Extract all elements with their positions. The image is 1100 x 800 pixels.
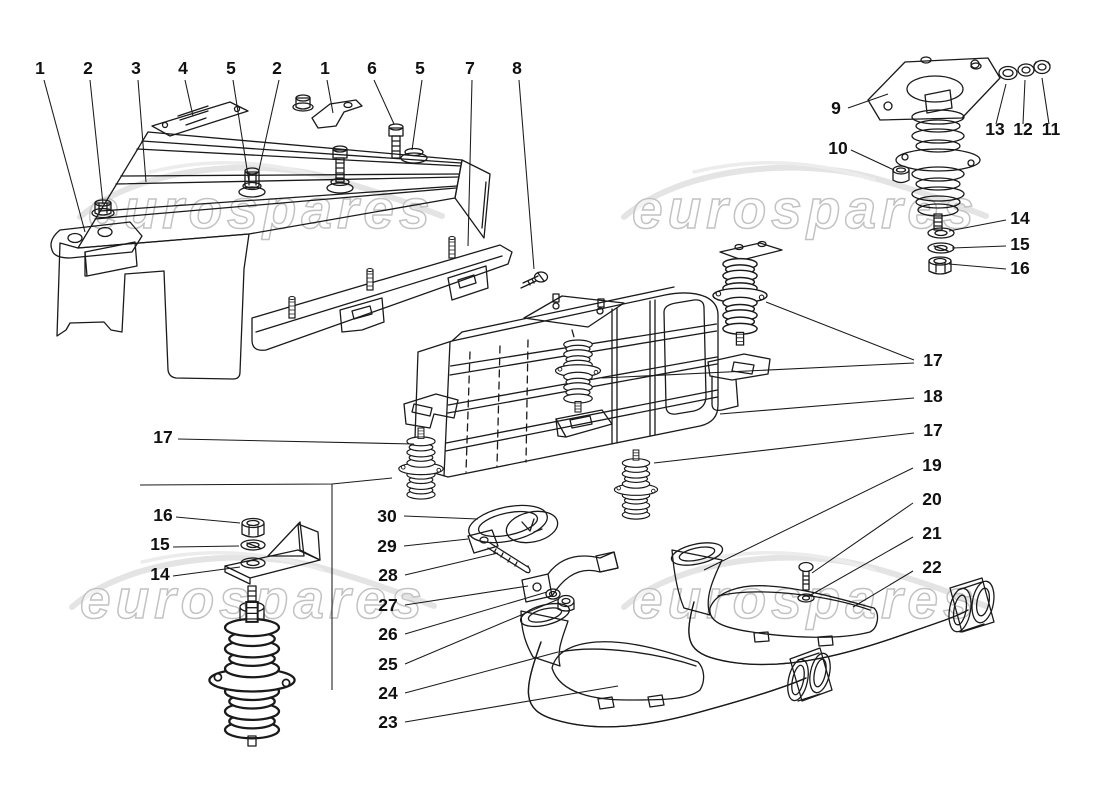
callout-label: 7 <box>465 58 475 78</box>
callout-label: 9 <box>831 98 841 118</box>
nut <box>241 517 265 538</box>
muffler-body <box>413 292 719 478</box>
callout-label: 28 <box>378 565 398 585</box>
callout-label: 11 <box>1042 119 1061 139</box>
clamp-stud <box>487 542 531 574</box>
callout-label: 2 <box>272 58 282 78</box>
watermark-text: eurospares <box>632 568 979 630</box>
watermark-text: eurospares <box>632 178 979 240</box>
clamp-ring <box>468 504 559 544</box>
callout-label: 21 <box>922 523 942 543</box>
mount-bracket <box>707 353 771 412</box>
callout-label: 27 <box>378 595 397 615</box>
callout-label: 17 <box>923 350 942 370</box>
callout-label: 17 <box>923 420 942 440</box>
callout-label: 16 <box>1010 258 1030 278</box>
tail-pipe-left <box>527 641 807 728</box>
muffler-assembly <box>398 240 783 520</box>
bolt-and-flange <box>388 123 428 164</box>
washer-small <box>545 588 561 600</box>
left-mount-detail <box>208 517 321 747</box>
lower-mounting-strip <box>251 235 513 351</box>
mount-bracket <box>555 409 613 438</box>
mesh-heat-shield-left <box>551 641 705 710</box>
callout-label: 5 <box>226 58 236 78</box>
mount-bracket <box>403 393 459 429</box>
lock-washer <box>240 539 266 551</box>
mount-assembly-detail <box>867 56 1051 275</box>
muffler-top-plate <box>523 293 625 345</box>
small-rings <box>998 59 1051 81</box>
lock-washer <box>927 242 955 254</box>
callout-label: 15 <box>1010 234 1030 254</box>
callout-leaders <box>43 77 1050 723</box>
callout-label: 24 <box>378 683 398 703</box>
callout-label: 25 <box>378 654 398 674</box>
callout-label: 4 <box>178 58 188 78</box>
callout-label: 15 <box>150 534 170 554</box>
callout-label: 16 <box>153 505 173 525</box>
callout-label: 1 <box>320 58 330 78</box>
stud-cluster <box>238 167 266 198</box>
callout-label: 19 <box>922 455 942 475</box>
callout-label: 18 <box>923 386 943 406</box>
panel-right-fold <box>454 159 491 239</box>
clamp-saddle <box>521 551 619 603</box>
callout-label: 3 <box>131 58 141 78</box>
callout-label: 1 <box>35 58 45 78</box>
rear-nut-and-bracket <box>292 94 363 129</box>
heat-shield-skirt <box>56 233 250 380</box>
rubber-mount-large <box>895 109 981 231</box>
watermarks: eurospares eurospares eurospares eurospa… <box>69 160 989 631</box>
exhaust-pipes <box>519 542 995 728</box>
nut <box>928 256 952 275</box>
callout-label: 14 <box>150 564 170 584</box>
trumpet-inlet-right <box>670 542 724 616</box>
clamp-parts <box>467 504 619 612</box>
mount-flange-plate <box>867 56 1001 121</box>
callout-label: 12 <box>1013 119 1033 139</box>
callout-numbers: 1 2 3 4 5 2 1 6 5 7 8 9 10 13 12 11 14 1… <box>35 58 1060 732</box>
callout-label: 5 <box>415 58 425 78</box>
rubber-mount <box>398 427 444 500</box>
tail-pipe-tips-right <box>948 577 995 633</box>
callout-label: 26 <box>378 624 398 644</box>
callout-label: 20 <box>922 489 942 509</box>
callout-label: 23 <box>378 712 398 732</box>
callout-label: 29 <box>377 536 397 556</box>
callout-label: 14 <box>1010 208 1030 228</box>
bolt-cluster <box>326 145 354 194</box>
watermark-text: eurospares <box>88 178 435 240</box>
callout-label: 6 <box>367 58 377 78</box>
screw <box>520 271 549 289</box>
watermark: eurospares <box>621 160 989 241</box>
washer <box>927 227 955 239</box>
shield-washer <box>797 593 815 603</box>
clamp-block <box>467 529 499 554</box>
heat-shield-assembly <box>50 94 549 380</box>
callout-label: 30 <box>377 506 397 526</box>
tail-pipe-tips-left <box>787 647 833 702</box>
shield-bolt <box>798 561 814 591</box>
callout-label: 17 <box>153 427 172 447</box>
left-bracket <box>50 221 143 277</box>
rubber-mount <box>613 449 659 520</box>
callout-label: 22 <box>922 557 942 577</box>
identification-plate <box>151 101 249 137</box>
callout-label: 8 <box>512 58 522 78</box>
callout-label: 13 <box>985 119 1005 139</box>
callout-label: 10 <box>828 138 848 158</box>
rubber-mount <box>712 257 768 346</box>
callout-label: 2 <box>83 58 93 78</box>
trumpet-inlet-left <box>519 602 571 667</box>
